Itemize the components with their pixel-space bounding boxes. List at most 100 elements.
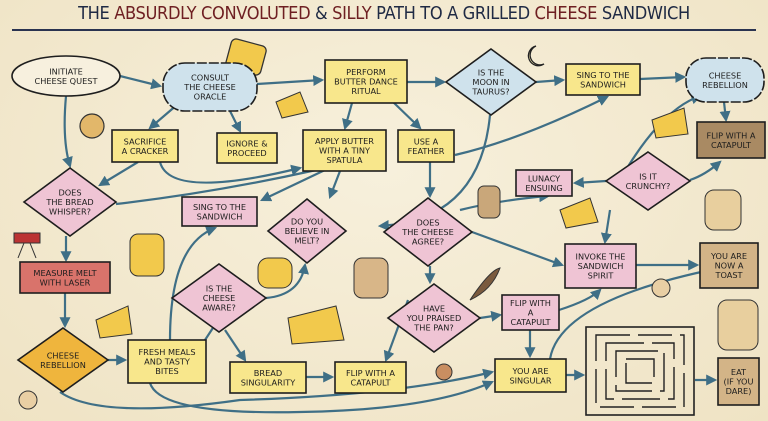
node-label-line: INITIATE — [49, 66, 83, 76]
feather-icon — [469, 267, 501, 301]
node-label-line: WITH LASER — [40, 277, 91, 287]
node-label-line: ENSUING — [525, 183, 562, 193]
node-label-line: HAVE — [423, 304, 445, 314]
ellipse-shape — [11, 55, 121, 97]
diamond-shape — [604, 151, 692, 211]
node-label-line: CHEESE QUEST — [34, 76, 98, 86]
diamond-shape — [16, 327, 110, 393]
title-part: & — [310, 4, 333, 24]
node-label-line: (IF YOU — [724, 377, 754, 387]
node-label-line: BUTTER DANCE — [334, 77, 398, 87]
flow-arrow — [719, 101, 731, 123]
edges — [59, 71, 731, 414]
node-label-line: BITES — [155, 366, 178, 376]
node-label-line: TOAST — [714, 270, 743, 280]
rect-shape — [397, 129, 455, 163]
flow-arrow — [572, 176, 607, 188]
node-label-line: MOON IN — [472, 77, 509, 87]
node-label-line: SPATULA — [327, 155, 363, 165]
node-label-line: CONSULT — [191, 73, 230, 83]
node-label-line: WHISPER? — [49, 207, 91, 217]
rect-shape — [564, 243, 637, 289]
question-mark-icon — [18, 278, 671, 410]
node-label-line: CATAPULT — [350, 377, 391, 387]
node-label-line: SPIRIT — [588, 271, 615, 281]
flow-arrow — [119, 74, 163, 90]
node-label-line: THE CHEESE — [183, 82, 236, 92]
node-label-line: BELIEVE IN — [285, 226, 330, 236]
rect-shape — [501, 294, 560, 331]
node-label-line: SING TO THE — [576, 70, 629, 80]
rect-shape — [324, 59, 408, 104]
moon-icon — [527, 45, 545, 67]
node-label-line: SACRIFICE — [124, 136, 167, 146]
flow-arrow — [98, 161, 139, 187]
node-label-line: DARE) — [726, 386, 752, 396]
flow-arrow — [342, 102, 354, 131]
laser-icon — [13, 232, 41, 259]
title-part: SILLY — [332, 4, 372, 24]
cloud-shape — [685, 57, 765, 103]
title-part: CHEESE — [534, 4, 598, 24]
title-part: THE — [78, 4, 115, 24]
node-label-line: YOU ARE — [710, 251, 747, 261]
node-label-line: MELT? — [294, 236, 319, 246]
flow-arrow — [260, 169, 326, 202]
node-label-line: CRUNCHY? — [626, 181, 671, 191]
node-label-line: SINGULARITY — [241, 377, 297, 387]
rect-shape — [302, 129, 387, 172]
node-label-line: CHEESE — [47, 350, 80, 360]
node-label-line: ORACLE — [194, 92, 227, 102]
page-title: THE ABSURDLY CONVOLUTED & SILLY PATH TO … — [27, 4, 741, 24]
flow-arrow — [158, 161, 303, 184]
flow-arrow — [459, 191, 551, 212]
node-label-line: YOU ARE — [511, 366, 548, 376]
flow-arrow — [558, 288, 602, 312]
node-label-line: BREAD — [254, 368, 282, 378]
node-label-line: FLIP WITH — [510, 298, 551, 308]
rect-shape — [181, 196, 258, 227]
node-label-line: APPLY BUTTER — [315, 136, 374, 146]
node-label-line: AND TASTY — [144, 357, 191, 367]
node-label-line: IGNORE & — [226, 138, 268, 148]
node-label-line: FLIP WITH A — [346, 368, 395, 378]
node-label-line: THE PAN? — [413, 323, 453, 333]
node-label-line: SING TO THE — [193, 202, 246, 212]
node-label-line: WITH A TINY — [319, 146, 371, 156]
diamond-shape — [266, 197, 348, 265]
rect-shape — [696, 121, 766, 159]
node-label-line: FEATHER — [408, 146, 445, 156]
diamond-shape — [382, 196, 474, 268]
node-label-line: AWARE? — [202, 303, 236, 313]
node-label-line: USE A — [414, 136, 439, 146]
node-label-line: CHEESE — [203, 293, 236, 303]
node-label-line: SANDWICH — [197, 211, 243, 221]
node-label-line: AGREE? — [412, 237, 444, 247]
rect-shape — [699, 242, 759, 289]
rect-shape — [229, 361, 307, 394]
rect-shape — [717, 357, 760, 406]
flow-arrow — [548, 264, 723, 360]
flow-arrow — [148, 380, 495, 414]
rect-shape — [334, 361, 407, 394]
diamond-shape — [170, 263, 268, 333]
title-part: SANDWICH — [597, 4, 690, 24]
flow-arrow — [471, 230, 565, 268]
rect-shape — [515, 169, 573, 197]
node-label-line: FLIP WITH A — [706, 130, 755, 140]
rect-shape — [111, 129, 179, 163]
flow-arrow — [168, 225, 218, 341]
